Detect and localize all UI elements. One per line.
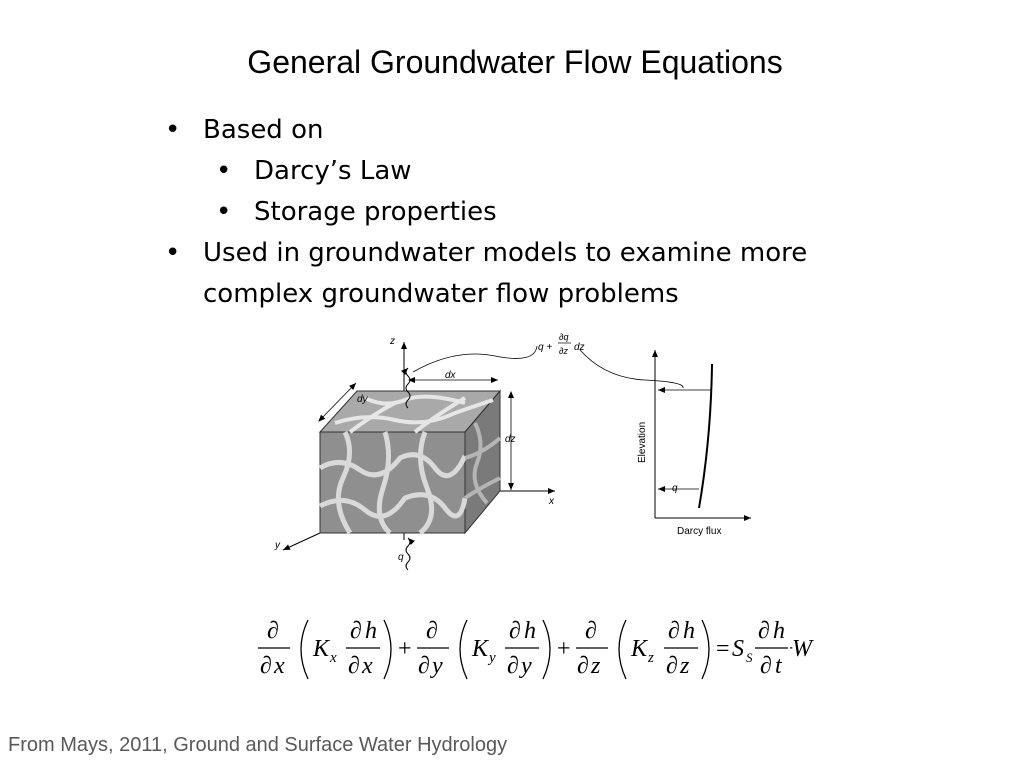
svg-text:∂: ∂ [585,618,597,644]
specific-storage: S [732,636,744,662]
bullet-marker: • [216,197,232,227]
bullet-item: • Based on [165,110,807,151]
sub-bullet-item: • Storage properties [165,192,807,233]
svg-text:∂: ∂ [758,618,770,644]
flux-profile-curve [698,363,713,509]
top-flux-arrow [400,367,411,409]
bullet-continuation: complex groundwater flow problems [165,274,807,315]
bottom-flux-arrow [405,537,416,571]
bullet-text: complex groundwater flow problems [203,279,679,309]
svg-text:z: z [590,653,601,679]
svg-text:∂: ∂ [760,653,772,679]
bullet-marker: • [165,115,181,145]
var-x: x [273,653,285,679]
bullet-text: Storage properties [254,197,497,227]
svg-text:∂: ∂ [418,653,430,679]
svg-text:z: z [647,650,654,666]
equation-tail: + W [790,636,814,662]
svg-text:z: z [679,653,690,679]
svg-text:x: x [329,650,337,666]
z-axis-label: z [389,336,395,347]
svg-text:y: y [487,650,496,666]
svg-text:y: y [430,653,443,679]
svg-text:∂: ∂ [509,618,521,644]
plus-sign: + [398,636,412,662]
svg-text:h: h [524,618,536,644]
svg-text:h: h [683,618,695,644]
svg-text:t: t [775,653,783,679]
svg-text:h: h [773,618,785,644]
svg-text:S: S [746,650,753,665]
bullet-list: • Based on • Darcy’s Law • Storage prope… [165,110,807,315]
svg-text:∂: ∂ [666,653,678,679]
svg-text:∂: ∂ [507,653,519,679]
bullet-text: Used in groundwater models to examine mo… [203,238,808,268]
bullet-text: Based on [203,115,324,145]
flux-q-label: q [672,483,678,494]
leader-line [412,345,538,373]
dy-label: dy [357,394,369,405]
svg-text:∂: ∂ [426,618,438,644]
partial-symbol: ∂ [267,618,279,644]
partial-symbol: ∂ [260,653,272,679]
dz-label: dz [505,434,516,445]
x-axis-label: x [548,496,555,507]
svg-text:∂: ∂ [577,653,589,679]
slide-title: General Groundwater Flow Equations [247,44,783,80]
dy-dimension [318,382,357,422]
svg-text:x: x [361,653,373,679]
groundwater-flow-equation: ∂ ∂ x K x ∂ h ∂ x + ∂ ∂ y K y ∂ h ∂ y + … [258,618,788,680]
source-sink-term: W [792,636,814,662]
svg-text:y: y [519,653,532,679]
bullet-marker: • [216,156,232,186]
y-axis-label: y [274,540,281,551]
svg-text:h: h [365,618,377,644]
bullet-marker: • [165,238,181,268]
bottom-flux-label: q [398,552,404,563]
porous-block [318,389,502,535]
svg-text:+: + [790,636,794,662]
K: K [312,636,331,662]
svg-text:∂: ∂ [668,618,680,644]
svg-text:K: K [471,636,490,662]
svg-text:∂: ∂ [350,618,362,644]
darcy-flux-label: Darcy flux [677,526,721,537]
sub-bullet-item: • Darcy’s Law [165,151,807,192]
equals-sign: = [716,636,730,662]
dx-label: dx [445,370,457,381]
darcy-flux-plot: q Elevation Darcy flux [637,350,751,537]
control-volume-figure: z x y dx dy dz [274,332,751,571]
leader-line-right [579,349,684,389]
dz-factor: dz [574,342,585,353]
dz-denominator: ∂z [559,346,568,356]
elevation-label: Elevation [637,422,648,463]
bullet-item: • Used in groundwater models to examine … [165,233,807,274]
svg-text:+: + [557,636,571,662]
svg-text:K: K [630,636,649,662]
dq-numerator: ∂q [559,332,568,342]
q-top-prefix: q + [538,342,552,353]
y-axis [282,532,321,551]
svg-text:∂: ∂ [348,653,360,679]
bullet-text: Darcy’s Law [254,156,412,186]
source-citation: From Mays, 2011, Ground and Surface Wate… [8,734,508,756]
